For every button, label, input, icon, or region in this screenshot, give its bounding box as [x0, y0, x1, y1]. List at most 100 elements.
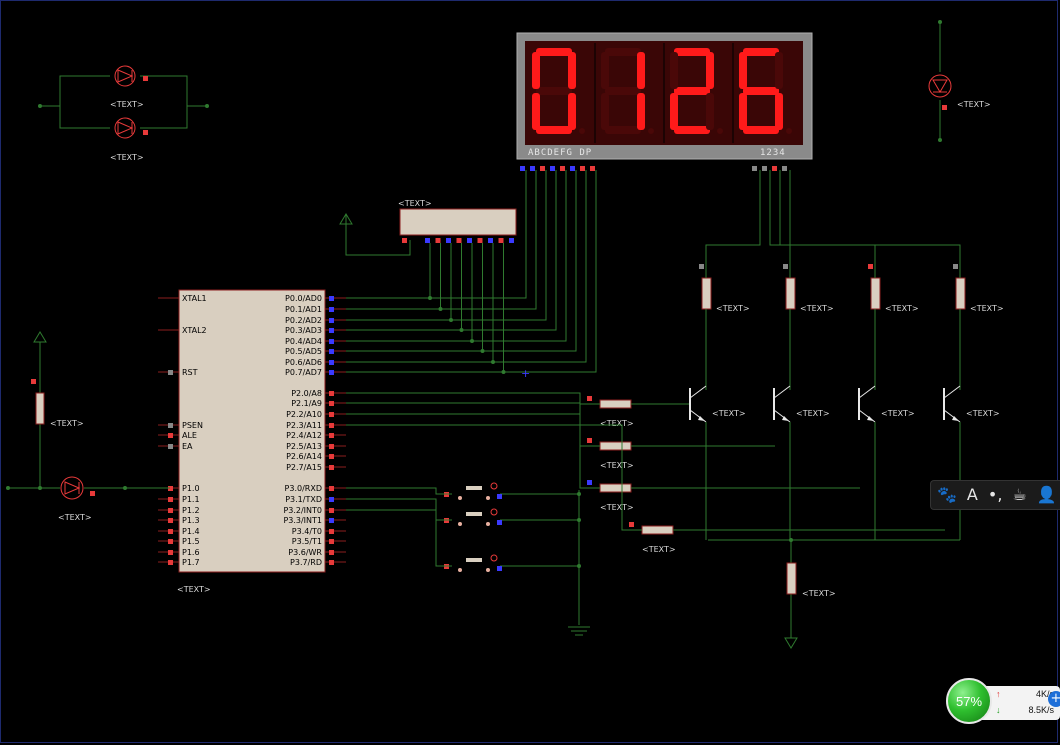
mcu-pin-p10: P1.0	[182, 484, 200, 493]
transistor-label: <TEXT>	[881, 409, 915, 418]
segment-c	[775, 93, 783, 130]
download-arrow-icon: ↓	[996, 705, 1001, 715]
mcu-pin-p02ad2: P0.2/AD2	[285, 316, 322, 325]
push-button-1[interactable]	[346, 482, 581, 500]
led-pair-top-left[interactable]: <TEXT> <TEXT>	[38, 65, 209, 162]
cup-icon[interactable]: ☕	[1012, 485, 1027, 504]
base-resistor-2[interactable]: <TEXT>	[346, 402, 775, 470]
segment-e	[739, 93, 747, 130]
font-icon[interactable]: A	[966, 485, 978, 504]
base-resistors[interactable]: <TEXT> <TEXT> <TEXT> <TEXT>	[346, 392, 945, 554]
segment-e	[670, 93, 678, 130]
segment-c	[706, 93, 714, 130]
driver-3[interactable]: <TEXT> <TEXT>	[779, 170, 919, 540]
mcu-pin-p35t1: P3.5/T1	[292, 537, 322, 546]
transistor-label: <TEXT>	[796, 409, 830, 418]
segment-b	[775, 52, 783, 89]
segment-c	[568, 93, 576, 130]
seven-segment-display[interactable]: ABCDEFG DP 1234	[516, 32, 813, 171]
collector-resistor-label: <TEXT>	[716, 304, 750, 313]
mcu-pin-p16: P1.6	[182, 548, 200, 557]
mcu-pin-p11: P1.1	[182, 495, 200, 504]
collector-resistor[interactable]	[785, 277, 796, 310]
segment-c	[637, 93, 645, 130]
led-top-right[interactable]: <TEXT>	[928, 20, 991, 142]
mcu-pin-xtal2: XTAL2	[182, 326, 207, 335]
mcu-label: <TEXT>	[177, 585, 211, 594]
mcu-pin-p27a15: P2.7/A15	[286, 463, 322, 472]
left-led-label: <TEXT>	[58, 513, 92, 522]
driver-4[interactable]: <TEXT> <TEXT>	[789, 170, 1004, 540]
digit-3	[663, 43, 723, 143]
segment-a	[743, 48, 779, 56]
transistor-label: <TEXT>	[966, 409, 1000, 418]
segment-f	[532, 52, 540, 89]
base-resistor-1[interactable]: <TEXT>	[346, 392, 690, 428]
memory-usage-ball[interactable]: 57%	[946, 678, 992, 724]
push-buttons[interactable]	[346, 482, 581, 572]
mcu-pin-p33int1: P3.3/INT1	[283, 516, 322, 525]
segment-b	[637, 52, 645, 89]
base-resistor-label: <TEXT>	[600, 461, 634, 470]
segment-a	[605, 48, 641, 56]
paw-icon[interactable]: 🐾	[937, 485, 957, 504]
segment-d	[743, 126, 779, 134]
transistor-label: <TEXT>	[712, 409, 746, 418]
digit-pin-label: 1234	[760, 148, 786, 158]
segment-f	[670, 52, 678, 89]
mcu-pin-p00ad0: P0.0/AD0	[285, 294, 322, 303]
base-resistor-3[interactable]: <TEXT>	[346, 413, 860, 512]
mcu-pin-p01ad1: P0.1/AD1	[285, 305, 322, 314]
mcu-pin-p23a11: P2.3/A11	[286, 421, 322, 430]
display-digits	[532, 43, 792, 143]
bottom-resistor[interactable]: <TEXT>	[708, 538, 960, 649]
segment-pin-label: ABCDEFG DP	[528, 148, 592, 158]
segment-g	[605, 87, 641, 95]
mcu-8051[interactable]: XTAL1XTAL2RSTPSENALEEAP1.0P1.1P1.2P1.3P1…	[158, 289, 346, 594]
segment-a	[674, 48, 710, 56]
collector-resistor-label: <TEXT>	[885, 304, 919, 313]
floating-input-toolbar[interactable]: 🐾 A •, ☕ 👤	[930, 480, 1060, 510]
mcu-pin-p37rd: P3.7/RD	[290, 558, 322, 567]
driver-1[interactable]: <TEXT> <TEXT>	[689, 170, 761, 540]
mcu-pin-p13: P1.3	[182, 516, 200, 525]
mcu-pin-xtal1: XTAL1	[182, 294, 207, 303]
collector-resistor[interactable]	[955, 277, 966, 310]
base-resistor-label: <TEXT>	[642, 545, 676, 554]
base-resistor-4[interactable]: <TEXT>	[346, 424, 945, 554]
bottom-res-label: <TEXT>	[802, 589, 836, 598]
push-button-3[interactable]	[346, 509, 581, 572]
digit-1	[532, 48, 585, 134]
mcu-pin-p17: P1.7	[182, 558, 200, 567]
network-speed-widget[interactable]: 57% ↑4K/s ↓8.5K/s +	[946, 678, 1060, 726]
user-icon[interactable]: 👤	[1036, 485, 1057, 504]
segment-g	[743, 87, 779, 95]
collector-resistor-label: <TEXT>	[970, 304, 1004, 313]
collector-resistor[interactable]	[870, 277, 881, 310]
mcu-pin-p30rxd: P3.0/RXD	[285, 484, 322, 493]
collector-resistor[interactable]	[701, 277, 712, 310]
left-resistor-led[interactable]: <TEXT> <TEXT>	[6, 331, 170, 522]
segment-d	[674, 126, 710, 134]
mcu-pin-p15: P1.5	[182, 537, 200, 546]
mcu-pin-p22a10: P2.2/A10	[286, 410, 322, 419]
mcu-pin-p21a9: P2.1/A9	[291, 399, 322, 408]
segment-f	[739, 52, 747, 89]
push-button-2[interactable]	[346, 498, 581, 526]
mcu-pin-p31txd: P3.1/TXD	[285, 495, 322, 504]
segment-b	[706, 52, 714, 89]
mcu-pin-p24a12: P2.4/A12	[286, 431, 322, 440]
mcu-pin-p12: P1.2	[182, 506, 200, 515]
segment-d	[536, 126, 572, 134]
transistor-drivers[interactable]: <TEXT><TEXT><TEXT><TEXT><TEXT><TEXT><TEX…	[689, 170, 1004, 540]
segment-g	[674, 87, 710, 95]
add-icon[interactable]: +	[1048, 691, 1060, 707]
mcu-pin-p32int0: P3.2/INT0	[283, 506, 322, 515]
mcu-pin-ale: ALE	[182, 431, 197, 440]
digit-2	[594, 43, 654, 143]
mcu-pin-p26a14: P2.6/A14	[286, 452, 322, 461]
resistor-pack[interactable]: <TEXT>	[339, 199, 517, 256]
punctuation-icon[interactable]: •,	[987, 485, 1003, 504]
mcu-pin-p03ad3: P0.3/AD3	[285, 326, 322, 335]
